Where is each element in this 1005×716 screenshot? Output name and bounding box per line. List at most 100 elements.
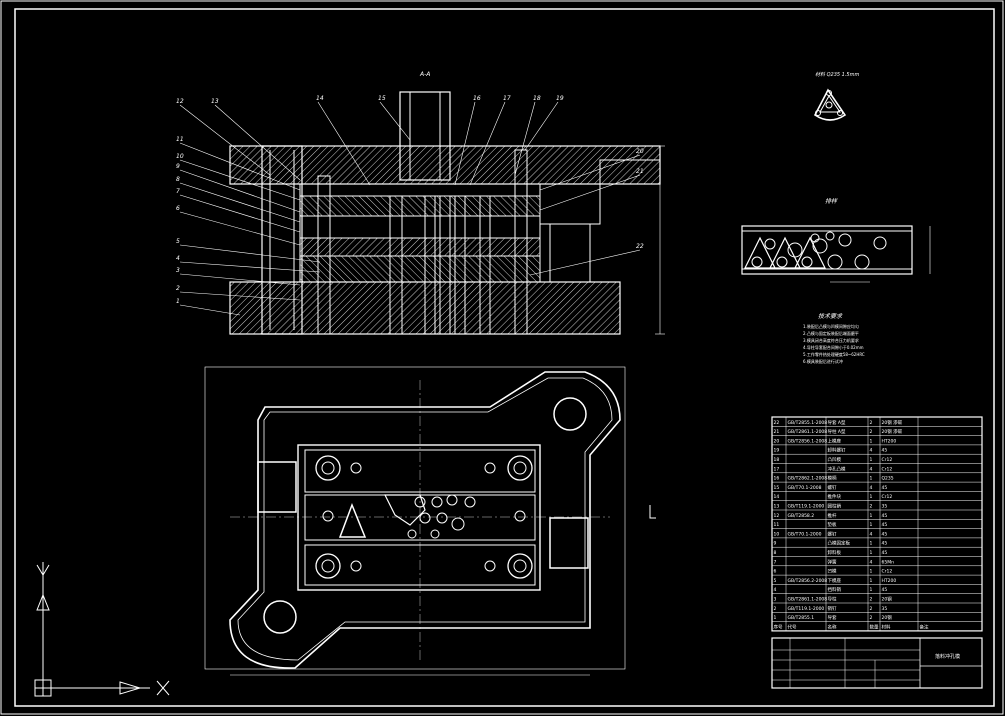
bom-cell-no: 17: [774, 466, 780, 472]
part-leaders-right: [529, 154, 641, 276]
bom-cell-no: 19: [774, 448, 780, 454]
bom-cell-name: 导套: [828, 614, 837, 621]
bom-cell-mat: 45: [882, 550, 888, 556]
bom-cell-qty: 2: [870, 429, 873, 435]
bom-cell-name: 凹模: [828, 568, 837, 575]
ucs-icon: [34, 562, 170, 697]
svg-text:3: 3: [176, 267, 180, 274]
bom-cell-qty: 1: [870, 541, 873, 547]
svg-text:5.工作零件热处理硬度58~62HRC: 5.工作零件热处理硬度58~62HRC: [803, 351, 865, 357]
die-shank: [399, 91, 451, 181]
svg-text:1: 1: [176, 298, 180, 305]
bom-cell-no: 10: [774, 531, 780, 537]
bom-cell-name: 上模座: [828, 437, 842, 444]
bom-cell-qty: 4: [870, 531, 873, 537]
backing-plate: [299, 183, 541, 197]
part-numbers-top: 14 15 16 17 18 19: [316, 95, 564, 102]
bom-cell-qty: 1: [870, 476, 873, 482]
bom-cell-name: 垫板: [828, 521, 837, 528]
bom-cell-mat: HT200: [882, 578, 897, 584]
bom-cell-name: 圆柱销: [828, 503, 842, 510]
bom-cell-name: 模柄: [828, 475, 837, 482]
bom-cell-no: 18: [774, 457, 780, 463]
die-plate-outline: [297, 444, 541, 591]
screw-holes: [315, 455, 533, 579]
section-view: A-A: [176, 71, 665, 335]
bom-cell-mat: 45: [882, 587, 888, 593]
bom-cell-mat: Cr12: [882, 457, 893, 463]
bom-cell-mat: 65Mn: [882, 559, 895, 565]
bom-cell-no: 15: [774, 485, 780, 491]
bom-cell-no: 11: [774, 522, 780, 528]
bom-cell-mat: 20钢 渗碳: [882, 428, 903, 435]
svg-text:11: 11: [176, 136, 184, 143]
bom-cell-no: 12: [774, 513, 780, 519]
bom-cell-qty: 1: [870, 569, 873, 575]
bom-cell-code: GB/T2856.1-2008: [788, 438, 828, 444]
part-leaders-left: [179, 104, 321, 316]
lower-die-outline: [229, 371, 621, 669]
technical-requirements: 技术要求 1.装配后凸模与凹模间隙应均匀 2.凸模与固定板装配后端面磨平 3.模…: [803, 312, 865, 364]
svg-text:10: 10: [176, 153, 184, 160]
bom-cell-name: 螺钉: [828, 484, 837, 491]
bom-cell-no: 3: [774, 597, 777, 603]
bom-cell-name: 冲孔凸模: [828, 465, 846, 472]
bom-cell-qty: 4: [870, 485, 873, 491]
bom-cell-qty: 2: [870, 606, 873, 612]
bom-cell-qty: 1: [870, 522, 873, 528]
bom-cell-name: 弹簧: [828, 558, 837, 565]
svg-text:22: 22: [636, 243, 644, 250]
bom-cell-code: GB/T119.1-2000: [788, 504, 825, 510]
bom-cell-name: 挡料销: [828, 586, 842, 593]
part-label: 材料 Q235 1.5mm: [815, 71, 859, 78]
bom-cell-mat: Cr12: [882, 494, 893, 500]
strip-parts: [744, 231, 887, 270]
die-block: [299, 237, 541, 257]
svg-text:12: 12: [176, 98, 184, 105]
bom-header-cell: 序号: [774, 623, 783, 630]
bom-cell-mat: Q235: [882, 476, 894, 482]
bom-cell-no: 9: [774, 541, 777, 547]
punch-plate: [299, 195, 541, 217]
bom-cell-mat: Cr12: [882, 569, 893, 575]
bom-cell-mat: HT200: [882, 438, 897, 444]
bom-cell-name: 凸模固定板: [828, 540, 851, 547]
part-numbers-left: 12 13 11 10 9 8 7 6 5 4 3 2 1: [176, 98, 219, 305]
svg-text:2: 2: [176, 285, 180, 292]
svg-text:9: 9: [176, 163, 180, 170]
bom-cell-code: GB/T70.1-2008: [788, 485, 822, 491]
bom-cell-qty: 2: [870, 504, 873, 510]
svg-text:17: 17: [503, 95, 511, 102]
svg-text:3.模具闭合高度符合压力机要求: 3.模具闭合高度符合压力机要求: [803, 337, 859, 343]
svg-text:15: 15: [378, 95, 386, 102]
bom-cell-name: 螺钉: [828, 530, 837, 537]
svg-text:16: 16: [473, 95, 481, 102]
bom-cell-mat: 20钢: [882, 614, 893, 621]
section-label: A-A: [419, 71, 430, 78]
bom-cell-name: 导柱 A型: [828, 428, 847, 435]
bom-cell-qty: 4: [870, 448, 873, 454]
bom-cell-no: 22: [774, 420, 780, 426]
svg-text:21: 21: [636, 168, 644, 175]
svg-text:18: 18: [533, 95, 541, 102]
bom-cell-qty: 4: [870, 466, 873, 472]
bom-cell-no: 1: [774, 615, 777, 621]
guide-hole-bottom-left: [263, 600, 297, 634]
strip-layout: 排样: [741, 197, 931, 283]
bom-cell-no: 16: [774, 476, 780, 482]
bom-header-cell: 名称: [828, 623, 837, 630]
part-sketch: 材料 Q235 1.5mm: [813, 71, 859, 121]
bom-cell-code: GB/T119.1-2000: [788, 606, 825, 612]
bom-header-cell: 材料: [882, 623, 891, 630]
bom-cell-mat: 45: [882, 541, 888, 547]
bom-cell-no: 5: [774, 578, 777, 584]
svg-text:20: 20: [636, 148, 644, 155]
inner-frame: [14, 8, 995, 707]
svg-text:4: 4: [176, 255, 180, 262]
bom-cell-name: 推件块: [828, 493, 842, 500]
stripper-plate: [299, 215, 541, 239]
bom-cell-no: 4: [774, 587, 777, 593]
bom-cell-mat: 20钢 渗碳: [882, 419, 903, 426]
